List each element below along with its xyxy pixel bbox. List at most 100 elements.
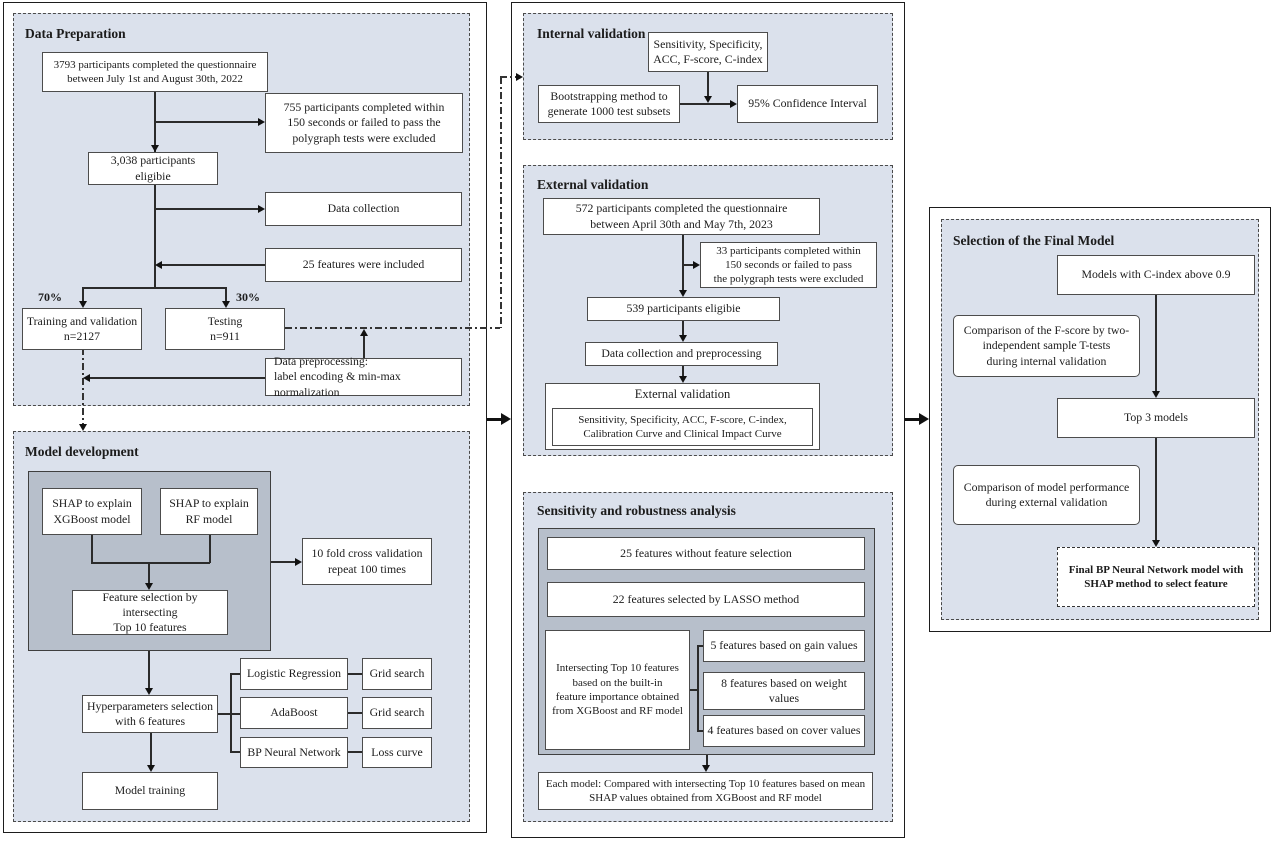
box-performance-comparison: Comparison of model performance during e… — [953, 465, 1140, 525]
connector-line — [218, 713, 240, 715]
panel-title-sensitivity-analysis: Sensitivity and robustness analysis — [537, 503, 736, 518]
connector-line — [230, 751, 240, 753]
connector-line — [697, 730, 703, 732]
box-shap-comparison: Each model: Compared with intersecting T… — [538, 772, 873, 810]
dashdot-testing-line — [500, 77, 502, 328]
flow-arrow-left-to-middle — [487, 418, 504, 421]
arrow-head — [704, 96, 712, 103]
connector-line — [348, 712, 362, 714]
label-external-validation: External validation — [634, 387, 731, 401]
connector-line — [1155, 438, 1157, 540]
dashdot-training-to-model-dev — [82, 348, 84, 424]
box-bootstrapping: Bootstrapping method to generate 1000 te… — [538, 85, 680, 123]
connector-line — [89, 377, 265, 379]
box-bp-neural-network: BP Neural Network — [240, 737, 348, 768]
box-external-excluded: 33 participants completed within 150 sec… — [700, 242, 877, 288]
box-features-included: 25 features were included — [265, 248, 462, 282]
connector-line — [148, 651, 150, 689]
connector-line — [230, 673, 240, 675]
box-25-features: 25 features without feature selection — [547, 537, 865, 570]
box-testing-set: Testing n=911 — [165, 308, 285, 350]
box-hyperparameters: Hyperparameters selection with 6 feature… — [82, 695, 218, 733]
panel-title-internal-validation: Internal validation — [537, 26, 646, 41]
box-shap-xgboost: SHAP to explain XGBoost model — [42, 488, 142, 535]
connector-line — [91, 535, 93, 563]
connector-line — [154, 92, 156, 152]
box-weight-features: 8 features based on weight values — [703, 672, 865, 710]
box-preprocessing: Data preprocessing: label encoding & min… — [265, 354, 462, 399]
label-split-70: 70% — [38, 290, 62, 304]
dashdot-testing-to-internal — [500, 76, 516, 78]
connector-line — [1155, 295, 1157, 391]
box-external-preprocessing: Data collection and preprocessing — [585, 342, 778, 366]
arrow-head — [145, 583, 153, 590]
label-split-30: 30% — [236, 290, 260, 304]
connector-line — [707, 72, 709, 96]
box-initial-cohort: 3793 participants completed the question… — [42, 52, 268, 92]
arrow-head — [258, 118, 265, 126]
connector-line — [82, 287, 225, 289]
box-lasso-features: 22 features selected by LASSO method — [547, 582, 865, 617]
box-loss-curve: Loss curve — [362, 737, 432, 768]
panel-title-data-preparation: Data Preparation — [25, 26, 126, 41]
connector-line — [697, 646, 699, 731]
arrow-head — [258, 205, 265, 213]
box-top3-models: Top 3 models — [1057, 398, 1255, 438]
box-intersecting-top10: Intersecting Top 10 features based on th… — [545, 630, 690, 750]
connector-line — [154, 185, 156, 287]
connector-line — [82, 287, 84, 301]
box-training-set: Training and validation n=2127 — [22, 308, 142, 350]
box-feature-selection: Feature selection by intersecting Top 10… — [72, 590, 228, 635]
arrow-head — [79, 424, 87, 431]
connector-line — [155, 121, 259, 123]
arrow-head — [516, 73, 523, 81]
connector-line — [363, 336, 365, 358]
arrow-head — [295, 558, 302, 566]
box-excluded-participants: 755 participants completed within 150 se… — [265, 93, 463, 153]
box-external-metrics: Sensitivity, Specificity, ACC, F-score, … — [552, 408, 813, 446]
box-external-cohort: 572 participants completed the questionn… — [543, 198, 820, 235]
connector-line — [348, 751, 362, 753]
box-adaboost: AdaBoost — [240, 697, 348, 729]
dashdot-testing-line — [285, 327, 500, 329]
flow-arrow-middle-to-right — [905, 418, 922, 421]
arrow-head — [679, 290, 687, 297]
arrow-head — [360, 329, 368, 336]
connector-line — [682, 366, 684, 377]
connector-line — [148, 562, 150, 584]
arrow-head — [702, 765, 710, 772]
box-data-collection: Data collection — [265, 192, 462, 226]
box-logistic-regression: Logistic Regression — [240, 658, 348, 690]
connector-line — [91, 562, 210, 564]
arrow-head — [151, 145, 159, 152]
arrow-head — [1152, 540, 1160, 547]
box-final-model: Final BP Neural Network model with SHAP … — [1057, 547, 1255, 607]
connector-line — [209, 535, 211, 563]
arrow-head — [79, 301, 87, 308]
connector-line — [150, 733, 152, 766]
arrow-head — [145, 688, 153, 695]
box-fscore-comparison: Comparison of the F-score by two- indepe… — [953, 315, 1140, 377]
connector-line — [706, 755, 708, 765]
arrow-head — [730, 100, 737, 108]
connector-line — [682, 235, 684, 290]
box-shap-rf: SHAP to explain RF model — [160, 488, 258, 535]
box-internal-metrics: Sensitivity, Specificity, ACC, F-score, … — [648, 32, 768, 72]
arrow-head — [1152, 391, 1160, 398]
connector-line — [682, 264, 693, 266]
box-cover-features: 4 features based on cover values — [703, 715, 865, 747]
connector-line — [690, 689, 697, 691]
arrow-head — [147, 765, 155, 772]
box-eligible-participants: 3,038 participants eligibie — [88, 152, 218, 185]
arrow-head — [83, 374, 90, 382]
connector-line — [271, 561, 295, 563]
connector-line — [161, 264, 265, 266]
panel-title-external-validation: External validation — [537, 177, 649, 192]
arrow-head — [501, 413, 511, 425]
connector-line — [230, 674, 232, 752]
arrow-head — [919, 413, 929, 425]
box-confidence-interval: 95% Confidence Interval — [737, 85, 878, 123]
box-grid-search-ada: Grid search — [362, 697, 432, 729]
box-model-training: Model training — [82, 772, 218, 810]
